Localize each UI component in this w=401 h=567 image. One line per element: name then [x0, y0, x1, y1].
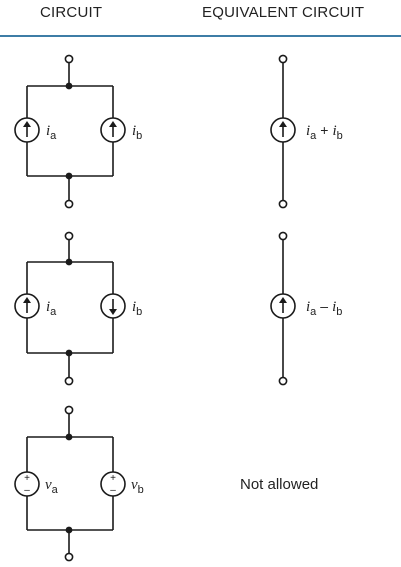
row2-right-source-label: ib — [132, 299, 142, 318]
row2-left-source-label: ia — [46, 299, 57, 318]
row1-eq-label: ia+ib — [306, 122, 343, 142]
not-allowed-text: Not allowed — [240, 476, 319, 493]
row2-equivalent: ia–ib — [270, 231, 342, 386]
row2-eq-top-terminal — [278, 231, 288, 241]
row2-eq-bottom-terminal — [278, 376, 288, 386]
row1-eq-top-terminal — [278, 54, 288, 64]
row3-right-plus: + — [110, 473, 116, 484]
row1-left-current-source — [14, 117, 40, 143]
row1-left-source-label: ia — [46, 123, 57, 142]
row3-left-voltage-source: + – — [14, 471, 40, 497]
equivalent-column-header: EQUIVALENT CIRCUIT — [202, 4, 365, 21]
row1-eq-bottom-terminal — [278, 199, 288, 209]
row2-right-current-source — [100, 293, 126, 319]
row2-top-terminal — [64, 231, 74, 241]
row2-left-current-source — [14, 293, 40, 319]
row1-eq-current-source — [270, 117, 296, 143]
row3-left-plus: + — [24, 473, 30, 484]
row1-circuit: ia ib — [14, 54, 142, 209]
circuit-column-header: CIRCUIT — [40, 4, 103, 21]
row3-bottom-terminal — [64, 552, 74, 562]
row3-right-minus: – — [110, 485, 116, 496]
row1-equivalent: ia+ib — [270, 54, 343, 209]
row3-circuit: + – va + – vb — [14, 405, 144, 562]
row2-eq-label: ia–ib — [306, 298, 342, 318]
row3-right-voltage-source: + – — [100, 471, 126, 497]
row3-left-minus: – — [24, 485, 30, 496]
row3-left-source-label: va — [45, 477, 59, 496]
row1-top-terminal — [64, 54, 74, 64]
row3-right-source-label: vb — [131, 477, 144, 496]
row2-eq-current-source — [270, 293, 296, 319]
row3-top-terminal — [64, 405, 74, 415]
row2-bottom-terminal — [64, 376, 74, 386]
row1-bottom-terminal — [64, 199, 74, 209]
row1-right-source-label: ib — [132, 123, 142, 142]
row1-right-current-source — [100, 117, 126, 143]
header-rule — [0, 35, 401, 37]
row2-circuit: ia ib — [14, 231, 142, 386]
